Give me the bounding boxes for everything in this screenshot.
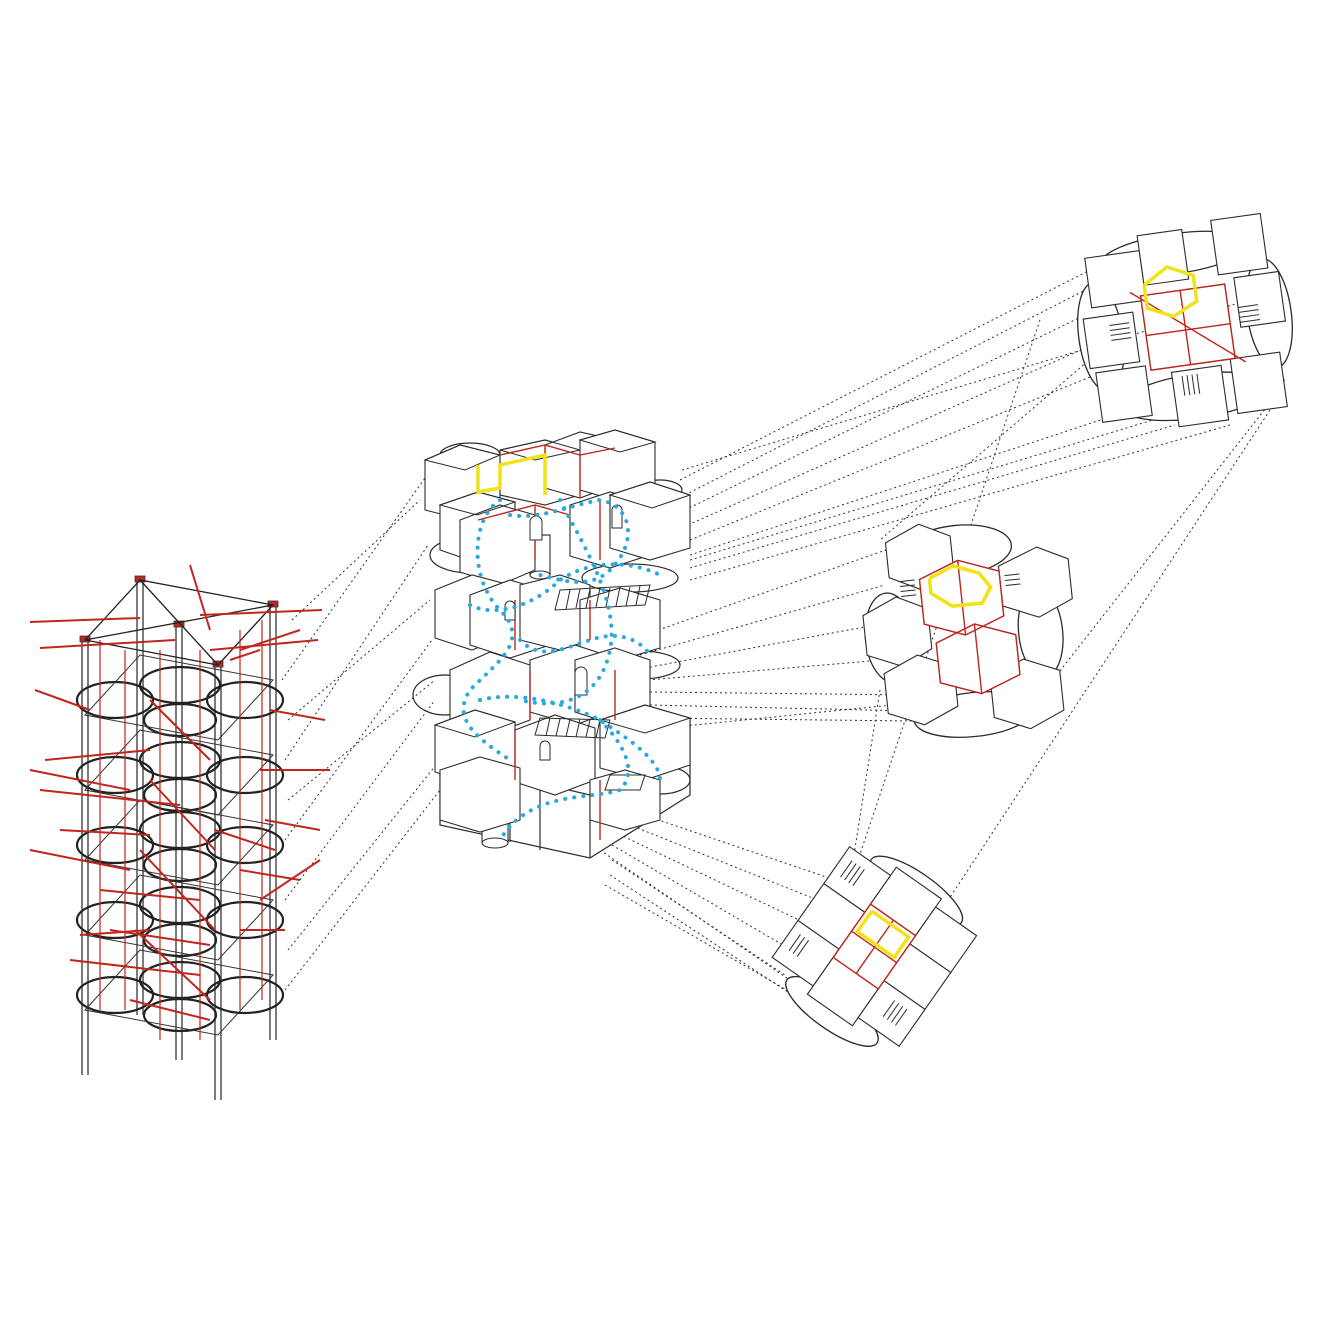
stacked-tower bbox=[412, 429, 692, 859]
tower-circulation-path bbox=[461, 497, 662, 842]
frame-floor-rings bbox=[75, 665, 285, 1033]
projection-lines-frame-to-tower bbox=[281, 477, 441, 991]
plan-upper bbox=[1077, 212, 1293, 428]
structural-frame bbox=[29, 564, 330, 1100]
frame-top-bracing bbox=[83, 579, 275, 666]
tower-module-tops bbox=[423, 429, 692, 738]
tower-highlight-route bbox=[476, 452, 547, 495]
plan-middle bbox=[862, 523, 1073, 738]
tower-red-frame-edges bbox=[477, 444, 616, 840]
plan-lower bbox=[771, 846, 978, 1048]
tower-doorways bbox=[504, 504, 623, 761]
tower-module-boxes bbox=[424, 429, 691, 833]
frame-red-hangers bbox=[99, 620, 263, 1040]
frame-floor-edges bbox=[84, 654, 274, 1036]
frame-column-caps bbox=[79, 575, 279, 668]
tower-stair-runs bbox=[534, 584, 651, 791]
